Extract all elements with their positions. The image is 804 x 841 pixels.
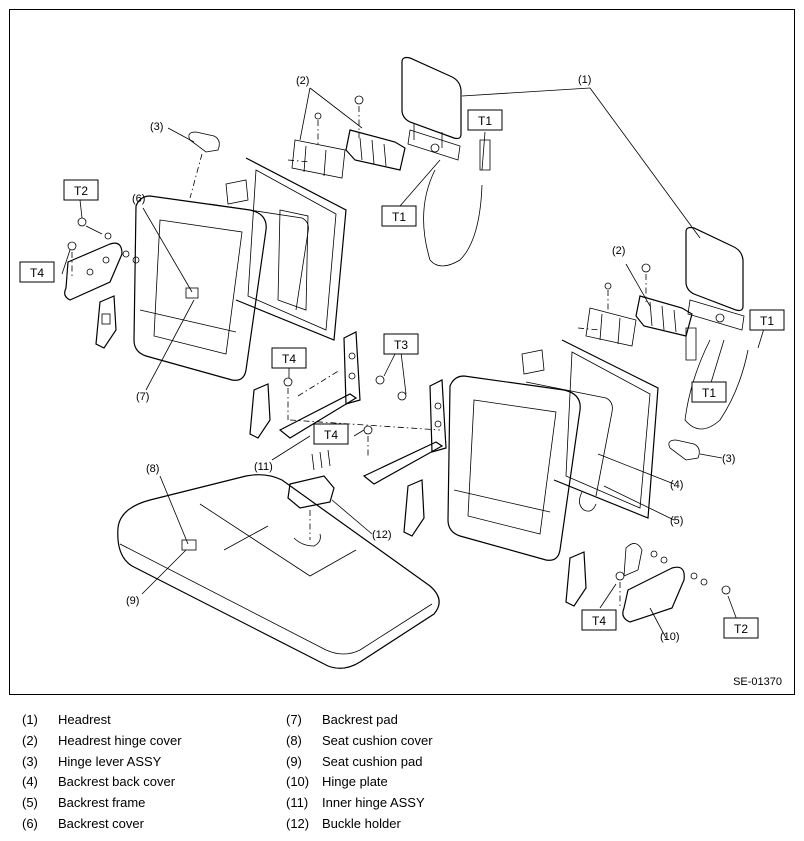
legend-name: Seat cushion cover [322, 733, 433, 748]
legend-number: (10) [286, 774, 310, 789]
svg-text:T1: T1 [702, 386, 716, 400]
parts-legend: (1) Headrest (2) Headrest hinge cover (3… [0, 706, 804, 836]
legend-number: (1) [22, 712, 38, 727]
svg-text:T4: T4 [30, 266, 44, 280]
legend-name: Hinge plate [322, 774, 388, 789]
leader-lines [61, 87, 767, 639]
callout-3: (3) [722, 453, 735, 465]
legend-name: Headrest [58, 712, 111, 727]
legend-number: (9) [286, 754, 302, 769]
backrest-left [133, 131, 347, 381]
callout-1: (1) [578, 74, 591, 86]
callout-6: (6) [132, 193, 145, 205]
legend-name: Hinge lever ASSY [58, 754, 162, 769]
torque-box-t4: T4 [313, 423, 349, 445]
legend-number: (6) [22, 816, 38, 831]
legend-number: (8) [286, 733, 302, 748]
svg-text:T2: T2 [74, 184, 88, 198]
legend-name: Backrest cover [58, 816, 144, 831]
torque-box-t3: T3 [383, 333, 419, 355]
exploded-view-diagram: (1) (2) (2) (3) (3) (4) (5) (6) (7) (8) … [19, 56, 785, 669]
legend-name: Headrest hinge cover [58, 733, 182, 748]
hinge-plate-left [64, 217, 140, 349]
seat-cushion [117, 474, 440, 669]
svg-text:T1: T1 [392, 210, 406, 224]
svg-text:T4: T4 [324, 428, 338, 442]
callout-2: (2) [612, 245, 625, 257]
torque-box-t4: T4 [271, 347, 307, 369]
callout-5: (5) [670, 515, 683, 527]
torque-box-t4: T4 [581, 609, 617, 631]
headrest-hinge-cover-left [287, 95, 406, 179]
svg-text:T4: T4 [282, 352, 296, 366]
svg-text:T4: T4 [592, 614, 606, 628]
legend-number: (3) [22, 754, 38, 769]
torque-box-t1: T1 [467, 109, 503, 131]
legend-name: Backrest frame [58, 795, 146, 810]
torque-labels: T1 T1 T1 T1 T2 T2 T3 T4 [19, 109, 785, 639]
svg-text:T1: T1 [760, 314, 774, 328]
figure-code: SE-01370 [733, 676, 782, 688]
torque-box-t2: T2 [723, 617, 759, 639]
backrest-right [447, 339, 700, 561]
callout-10: (10) [660, 631, 680, 643]
svg-text:T3: T3 [394, 338, 408, 352]
inner-hinge-assy [249, 331, 447, 485]
svg-text:T1: T1 [478, 114, 492, 128]
callout-9: (9) [126, 595, 139, 607]
legend-number: (4) [22, 774, 38, 789]
torque-box-t1: T1 [381, 205, 417, 227]
legend-number: (7) [286, 712, 302, 727]
torque-box-t1: T1 [749, 309, 785, 331]
legend-number: (11) [286, 795, 309, 810]
callout-3: (3) [150, 121, 163, 133]
headrest-right [684, 226, 749, 430]
legend-number: (2) [22, 733, 38, 748]
callout-4: (4) [670, 479, 683, 491]
part-callouts: (1) (2) (2) (3) (3) (4) (5) (6) (7) (8) … [126, 74, 735, 643]
legend-name: Buckle holder [322, 816, 401, 831]
legend-number: (12) [286, 816, 310, 831]
callout-11: (11) [254, 461, 273, 473]
legend-name: Inner hinge ASSY [322, 795, 425, 810]
torque-box-t1: T1 [691, 381, 727, 403]
legend-name: Seat cushion pad [322, 754, 423, 769]
callout-12: (12) [372, 529, 392, 541]
hinge-plate-right [403, 479, 731, 623]
callout-7: (7) [136, 391, 149, 403]
headrest-left [401, 56, 491, 267]
torque-box-t2: T2 [63, 179, 99, 201]
buckle-holder [287, 449, 335, 540]
legend-name: Backrest back cover [58, 774, 176, 789]
torque-box-t4: T4 [19, 261, 55, 283]
headrest-hinge-cover-right [577, 263, 693, 347]
legend-name: Backrest pad [322, 712, 398, 727]
svg-text:T2: T2 [734, 622, 748, 636]
legend-number: (5) [22, 795, 38, 810]
callout-8: (8) [146, 463, 159, 475]
callout-2: (2) [296, 75, 309, 87]
diagram-frame: (1) (2) (2) (3) (3) (4) (5) (6) (7) (8) … [9, 9, 795, 695]
